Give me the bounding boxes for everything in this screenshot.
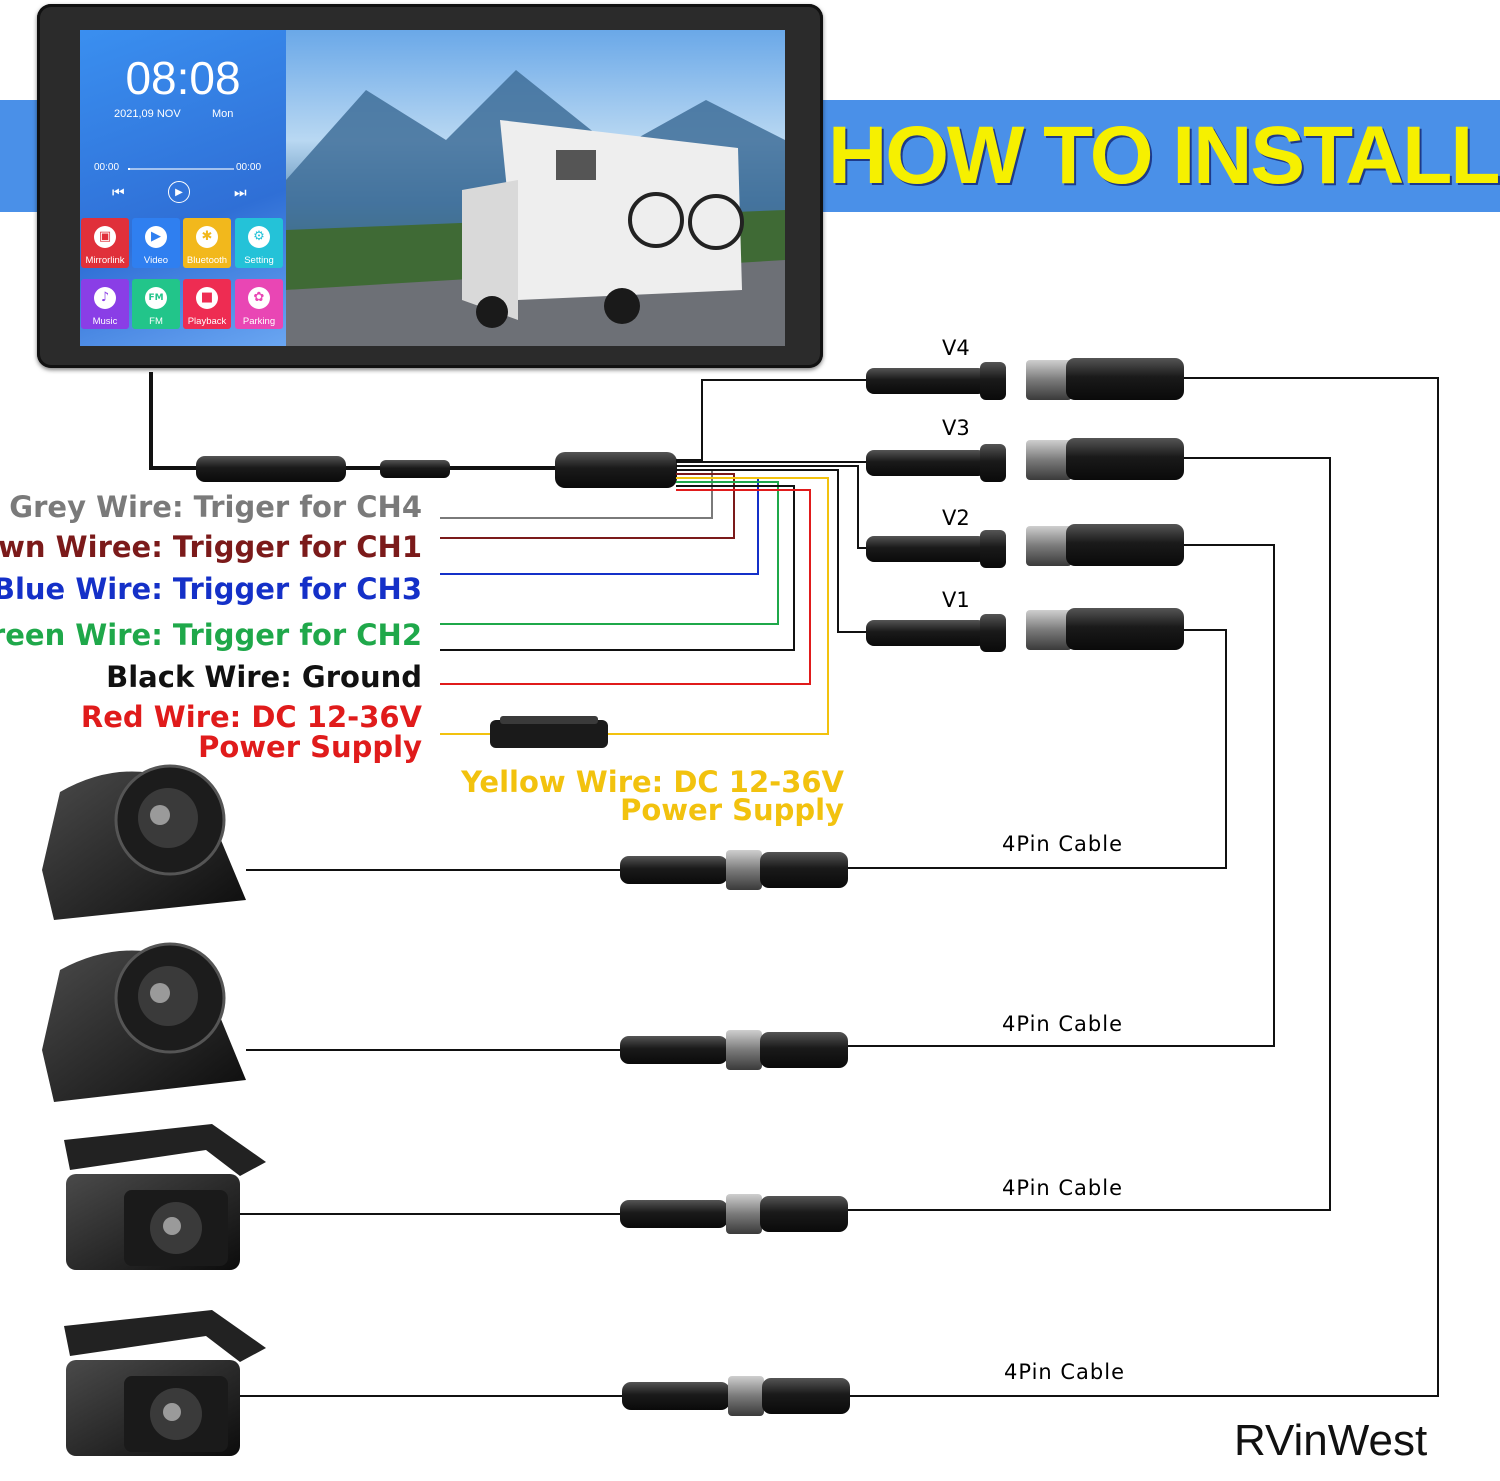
app-label: Playback xyxy=(187,316,227,327)
inline-connector xyxy=(196,452,677,488)
banner-title: HOW TO INSTALL xyxy=(828,110,1500,201)
camera-cable-routes xyxy=(240,377,1439,1397)
black-wire-label: Black Wire: Ground xyxy=(106,660,422,694)
cable-label-4: 4Pin Cable xyxy=(1004,1360,1125,1384)
clock: 08:08 xyxy=(125,52,241,104)
app-setting-button[interactable]: ⚙ Setting xyxy=(235,218,283,268)
blue-wire-label: Blue Wire: Trigger for CH3 xyxy=(0,572,422,606)
extension-connectors xyxy=(620,850,850,1416)
rv-photo xyxy=(286,70,785,346)
trigger-wires xyxy=(440,469,829,735)
mirrorlink-icon: ▣ xyxy=(94,226,116,248)
port-v4-label: V4 xyxy=(942,336,970,360)
port-v3-label: V3 xyxy=(942,416,970,440)
app-music-button[interactable]: ♪ Music xyxy=(81,279,129,329)
yellow-wire-label-line2: Power Supply xyxy=(620,793,844,827)
brown-wire-label: Brown Wiree: Trigger for CH1 xyxy=(0,530,422,564)
next-icon[interactable]: ⏭ xyxy=(234,185,247,201)
day-label: Mon xyxy=(212,108,234,120)
monitor-cable xyxy=(149,372,560,470)
video-branch-lines xyxy=(676,379,866,633)
red-wire-label-line1: Red Wire: DC 12-36V xyxy=(80,700,422,734)
app-label: Mirrorlink xyxy=(85,255,125,266)
parking-icon: ✿ xyxy=(248,287,270,309)
app-label: Music xyxy=(92,316,118,327)
bluetooth-icon: ✱ xyxy=(196,226,218,248)
play-button[interactable]: ▶ xyxy=(168,181,190,203)
bracket-camera-1 xyxy=(64,1124,266,1270)
fm-icon: FM xyxy=(145,287,167,309)
brand-logo: RVinWest xyxy=(1234,1416,1428,1465)
app-label: Parking xyxy=(242,316,276,327)
app-playback-button[interactable]: ■ Playback xyxy=(183,279,231,329)
app-label: Setting xyxy=(244,255,274,266)
cable-label-1: 4Pin Cable xyxy=(1002,832,1123,856)
time-start: 00:00 xyxy=(94,162,120,173)
grey-wire-label: Grey Wire: Triger for CH4 xyxy=(9,490,422,524)
app-mirrorlink-button[interactable]: ▣ Mirrorlink xyxy=(81,218,129,268)
fuse-holder xyxy=(490,716,608,748)
music-icon: ♪ xyxy=(94,287,116,309)
time-end: 00:00 xyxy=(236,162,262,173)
red-wire-label: Red Wire: DC 12-36V Power Supply xyxy=(81,702,422,762)
bracket-camera-2 xyxy=(64,1310,266,1456)
green-wire-label: Green Wire: Trigger for CH2 xyxy=(0,618,422,652)
app-video-button[interactable]: ▶ Video xyxy=(132,218,180,268)
yellow-wire-label: Yellow Wire: DC 12-36V Power Supply xyxy=(461,765,844,827)
yellow-wire-label-line1: Yellow Wire: DC 12-36V xyxy=(461,765,844,799)
port-v2-label: V2 xyxy=(942,506,970,530)
camera-view xyxy=(286,30,785,346)
previous-icon[interactable]: ⏮ xyxy=(112,185,125,201)
app-bluetooth-button[interactable]: ✱ Bluetooth xyxy=(183,218,231,268)
gear-icon: ⚙ xyxy=(248,226,270,248)
app-label: FM xyxy=(149,316,163,327)
port-connectors xyxy=(866,358,1184,652)
dome-camera-1 xyxy=(42,764,246,920)
date-label: 2021,09 NOV xyxy=(114,108,181,120)
app-fm-button[interactable]: FM FM xyxy=(132,279,180,329)
play-icon: ▶ xyxy=(175,187,183,198)
video-icon: ▶ xyxy=(145,226,167,248)
app-label: Video xyxy=(143,255,169,266)
playback-icon: ■ xyxy=(196,287,218,309)
app-label: Bluetooth xyxy=(186,255,228,266)
red-wire-label-line2: Power Supply xyxy=(198,730,422,764)
app-parking-button[interactable]: ✿ Parking xyxy=(235,279,283,329)
cable-label-3: 4Pin Cable xyxy=(1002,1176,1123,1200)
port-v1-label: V1 xyxy=(942,588,970,612)
dome-camera-2 xyxy=(42,942,246,1102)
cable-label-2: 4Pin Cable xyxy=(1002,1012,1123,1036)
media-progress[interactable] xyxy=(128,168,234,170)
